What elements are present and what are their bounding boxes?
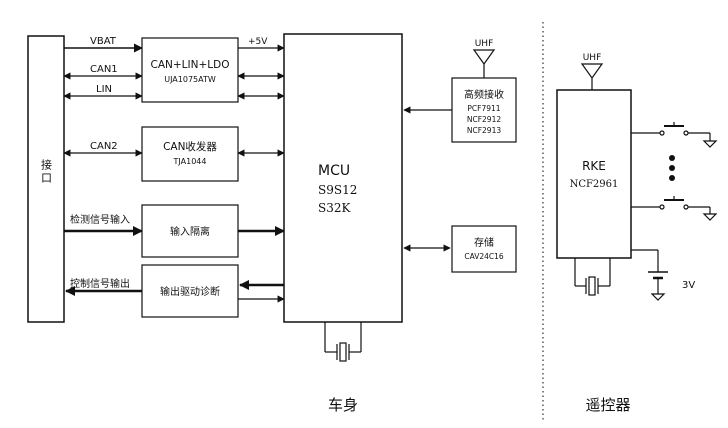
mcu-title: MCU <box>318 163 350 179</box>
rke-block <box>556 89 632 259</box>
output-driver-title: 输出驱动诊断 <box>160 285 220 298</box>
section-body-label: 车身 <box>328 396 358 414</box>
signal-in-label: 检测信号输入 <box>70 213 130 226</box>
button-switch-2 <box>631 196 718 221</box>
lin-label: LIN <box>96 84 112 95</box>
battery-icon <box>631 249 668 301</box>
can-transceiver-part: TJA1044 <box>173 157 207 166</box>
mcu-part2: S32K <box>318 201 351 215</box>
can2-label: CAN2 <box>90 141 118 152</box>
can-lin-ldo-title: CAN+LIN+LDO <box>151 59 230 71</box>
button-switch-1 <box>631 122 718 148</box>
mcu-block <box>283 33 403 323</box>
hf-receiver-part-1: PCF7911 <box>467 104 500 113</box>
can-transceiver-title: CAN收发器 <box>163 140 217 153</box>
can-transceiver-block <box>141 126 239 182</box>
ellipsis-dots <box>669 155 675 181</box>
storage-part: CAV24C16 <box>464 252 504 261</box>
plus5v-label: +5V <box>248 37 268 47</box>
body-antenna-icon <box>472 49 496 78</box>
rke-part: NCF2961 <box>570 179 619 190</box>
interface-label: 接口 <box>40 159 53 185</box>
remote-antenna-label: UHF <box>583 53 602 63</box>
interface-block <box>27 35 65 323</box>
hf-receiver-part-2: NCF2912 <box>467 115 501 124</box>
hf-receiver-part-3: NCF2913 <box>467 126 501 135</box>
storage-title: 存储 <box>474 236 494 249</box>
can-lin-ldo-block <box>141 37 239 103</box>
section-remote-label: 遥控器 <box>585 396 630 414</box>
remote-antenna-icon <box>580 63 604 90</box>
storage-block <box>451 225 517 273</box>
signal-out-label: 控制信号输出 <box>70 277 130 290</box>
rke-title: RKE <box>582 159 606 173</box>
can1-label: CAN1 <box>90 64 118 75</box>
body-antenna-label: UHF <box>475 39 494 49</box>
output-driver-block <box>141 264 239 318</box>
rke-crystal <box>574 258 611 296</box>
vbat-label: VBAT <box>90 36 117 47</box>
battery-voltage: 3V <box>682 280 695 291</box>
can-lin-ldo-part: UJA1075ATW <box>164 75 216 84</box>
mcu-crystal <box>324 322 362 362</box>
mcu-part1: S9S12 <box>318 183 357 197</box>
input-isolation-title: 输入隔离 <box>170 225 210 238</box>
hf-receiver-title: 高频接收 <box>464 88 504 101</box>
